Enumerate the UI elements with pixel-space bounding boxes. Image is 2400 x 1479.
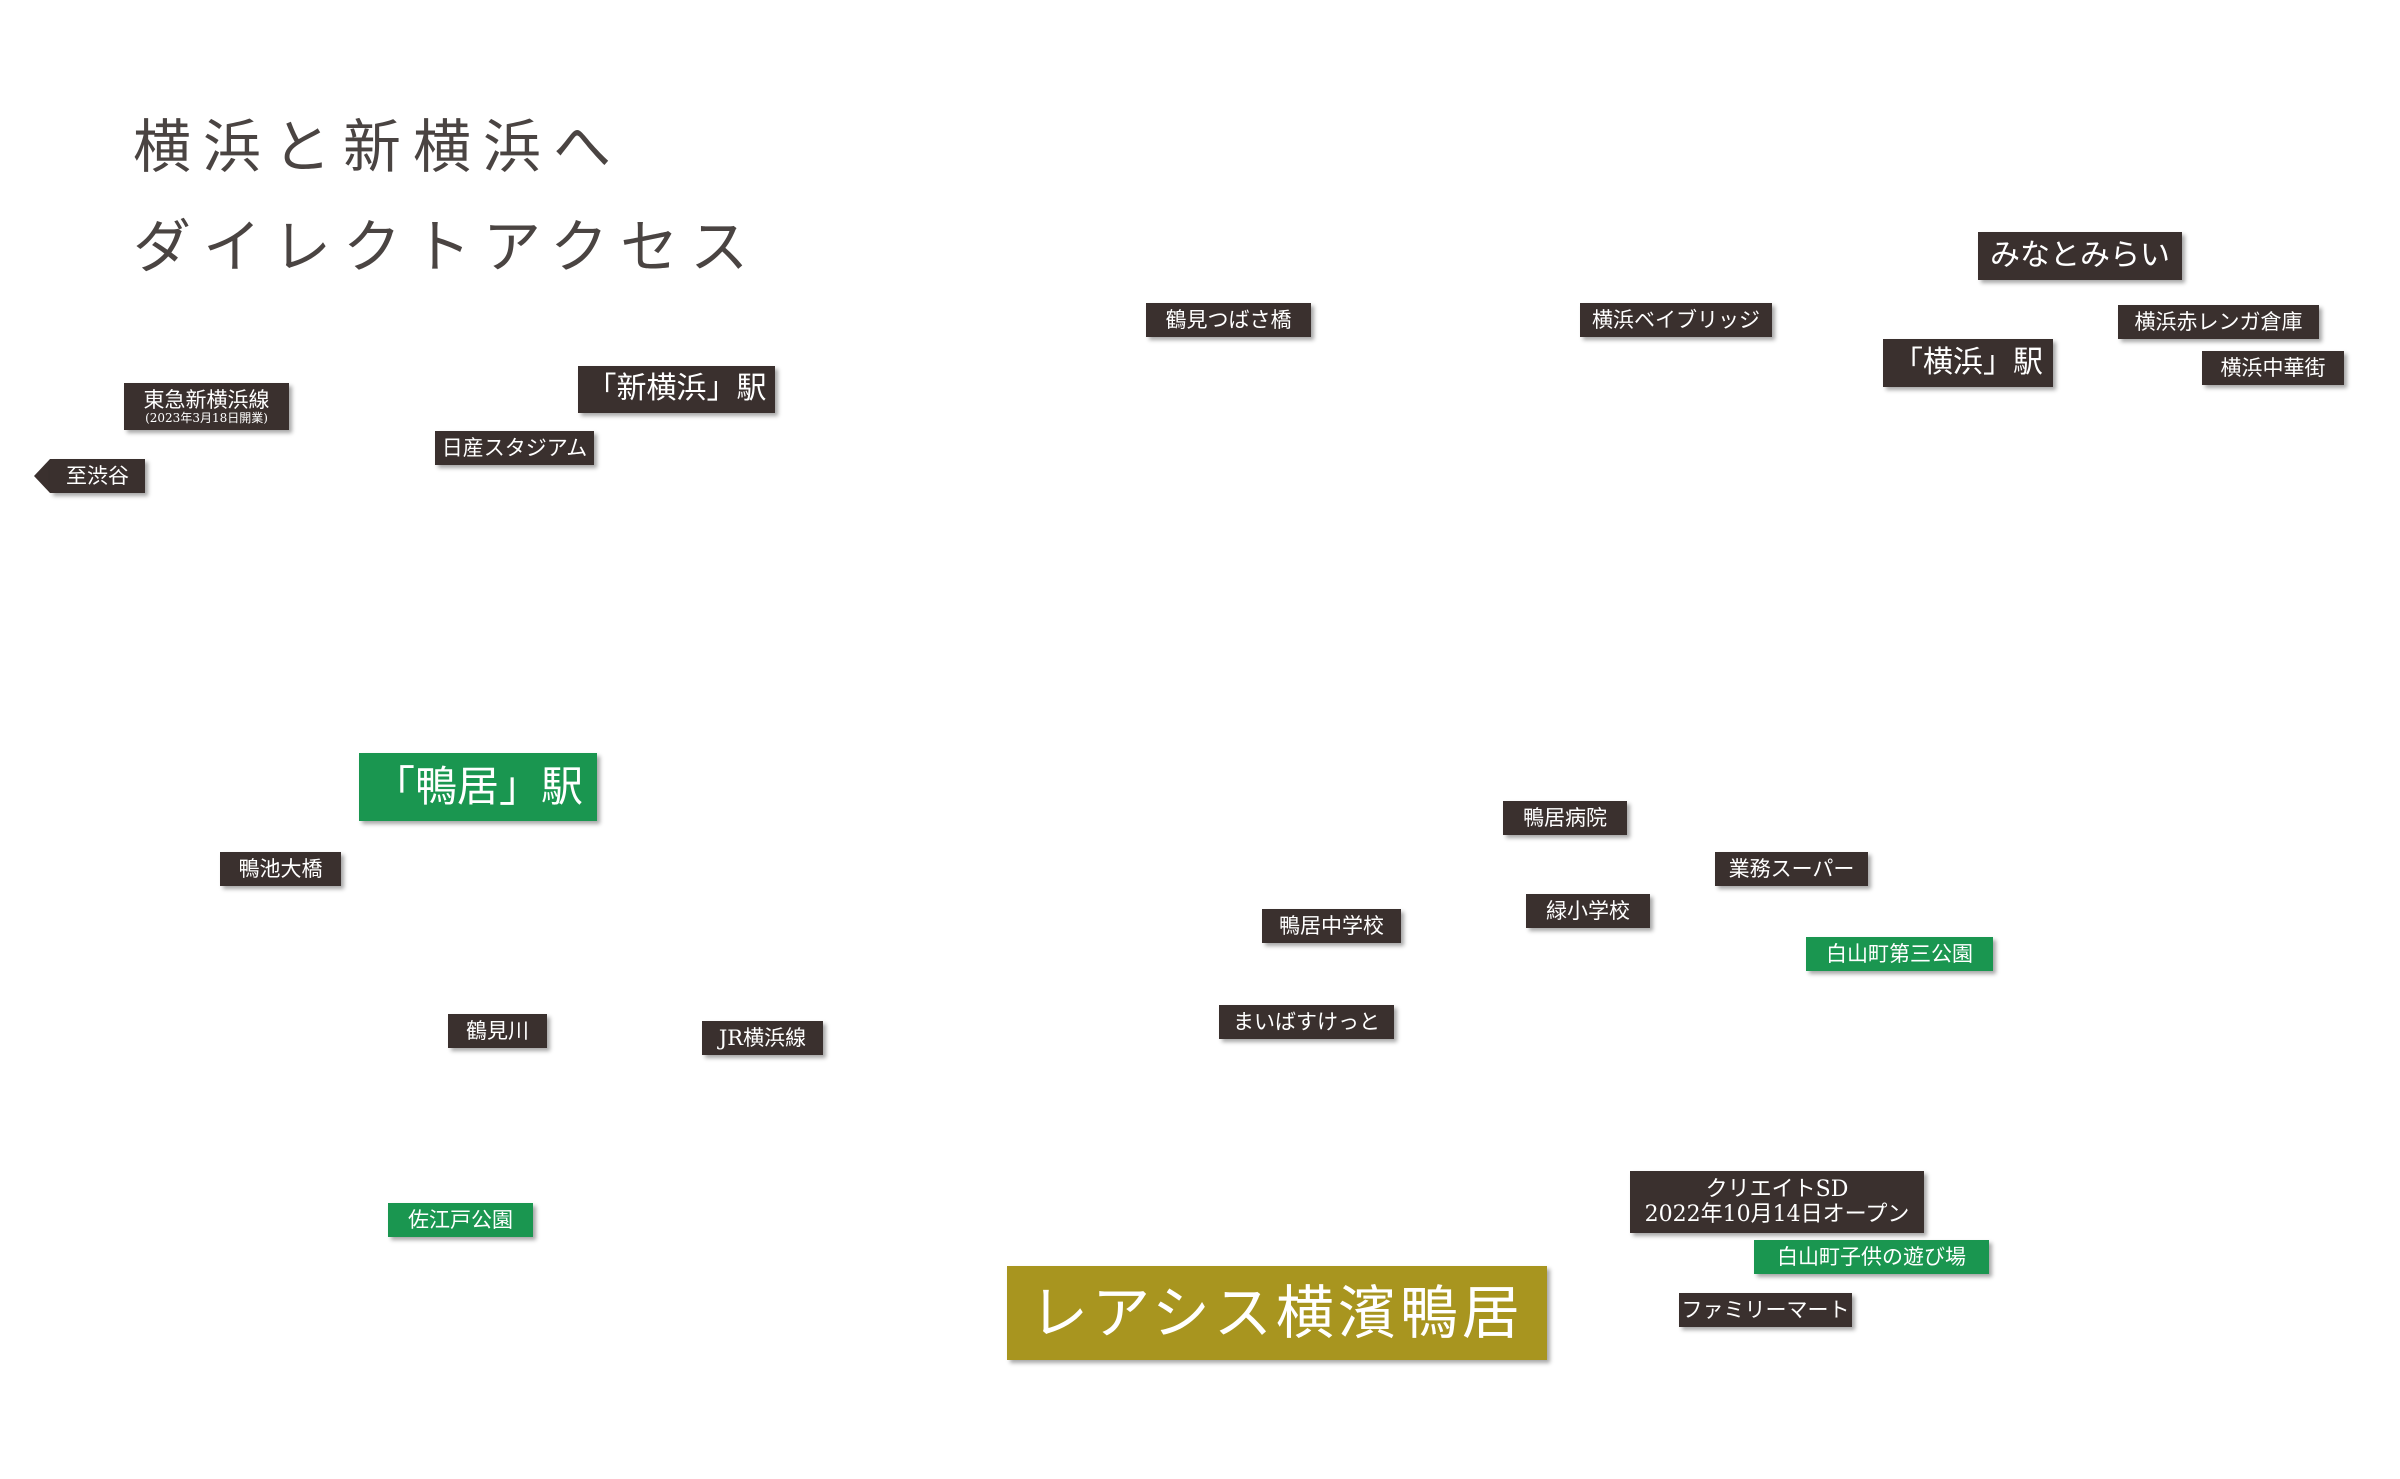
label-midori-elementary: 緑小学校 (1526, 894, 1650, 928)
label-kamoi-station: 「鴨居」駅 (359, 753, 597, 821)
heading-line2: ダイレクトアクセス (133, 213, 761, 281)
label-gyomu-super: 業務スーパー (1715, 852, 1868, 886)
create-sd-name: クリエイトSD (1705, 1176, 1849, 1202)
create-sd-note: 2022年10月14日オープン (1644, 1202, 1910, 1227)
label-chinatown: 横浜中華街 (2202, 351, 2344, 385)
label-red-brick: 横浜赤レンガ倉庫 (2118, 305, 2319, 339)
label-shin-yokohama-station: 「新横浜」駅 (578, 366, 775, 413)
label-to-shibuya: 至渋谷 (50, 459, 145, 493)
tokyu-line-name: 東急新横浜線 (143, 387, 270, 412)
tokyu-line-note: (2023年3月18日開業) (145, 410, 268, 425)
label-jr-yokohama-line: JR横浜線 (702, 1021, 823, 1055)
heading-line1: 横浜と新横浜へ (133, 113, 624, 181)
label-kamoi-junior-high: 鴨居中学校 (1262, 909, 1401, 943)
label-property: レアシス横濱鴨居 (1007, 1266, 1547, 1360)
label-kamoike-bridge: 鴨池大橋 (220, 852, 341, 886)
label-familymart: ファミリーマート (1679, 1293, 1852, 1327)
label-hakusan-park3: 白山町第三公園 (1806, 937, 1993, 971)
label-my-basket: まいばすけっと (1219, 1005, 1394, 1039)
label-tsurumi-river: 鶴見川 (448, 1014, 547, 1048)
label-minatomirai: みなとみらい (1978, 232, 2182, 280)
label-create-sd: クリエイトSD 2022年10月14日オープン (1630, 1171, 1924, 1233)
label-kamoi-hospital: 鴨居病院 (1503, 801, 1627, 835)
label-saedo-park: 佐江戸公園 (388, 1203, 533, 1237)
label-tsurumi-tsubasa-bridge: 鶴見つばさ橋 (1146, 303, 1311, 337)
label-tokyu-line: 東急新横浜線 (2023年3月18日開業) (124, 383, 289, 430)
label-bay-bridge: 横浜ベイブリッジ (1580, 303, 1772, 337)
label-nissan-stadium: 日産スタジアム (435, 431, 594, 465)
label-yokohama-station: 「横浜」駅 (1883, 339, 2053, 387)
label-hakusan-playground: 白山町子供の遊び場 (1754, 1240, 1989, 1274)
arrow-left-icon (34, 459, 50, 493)
